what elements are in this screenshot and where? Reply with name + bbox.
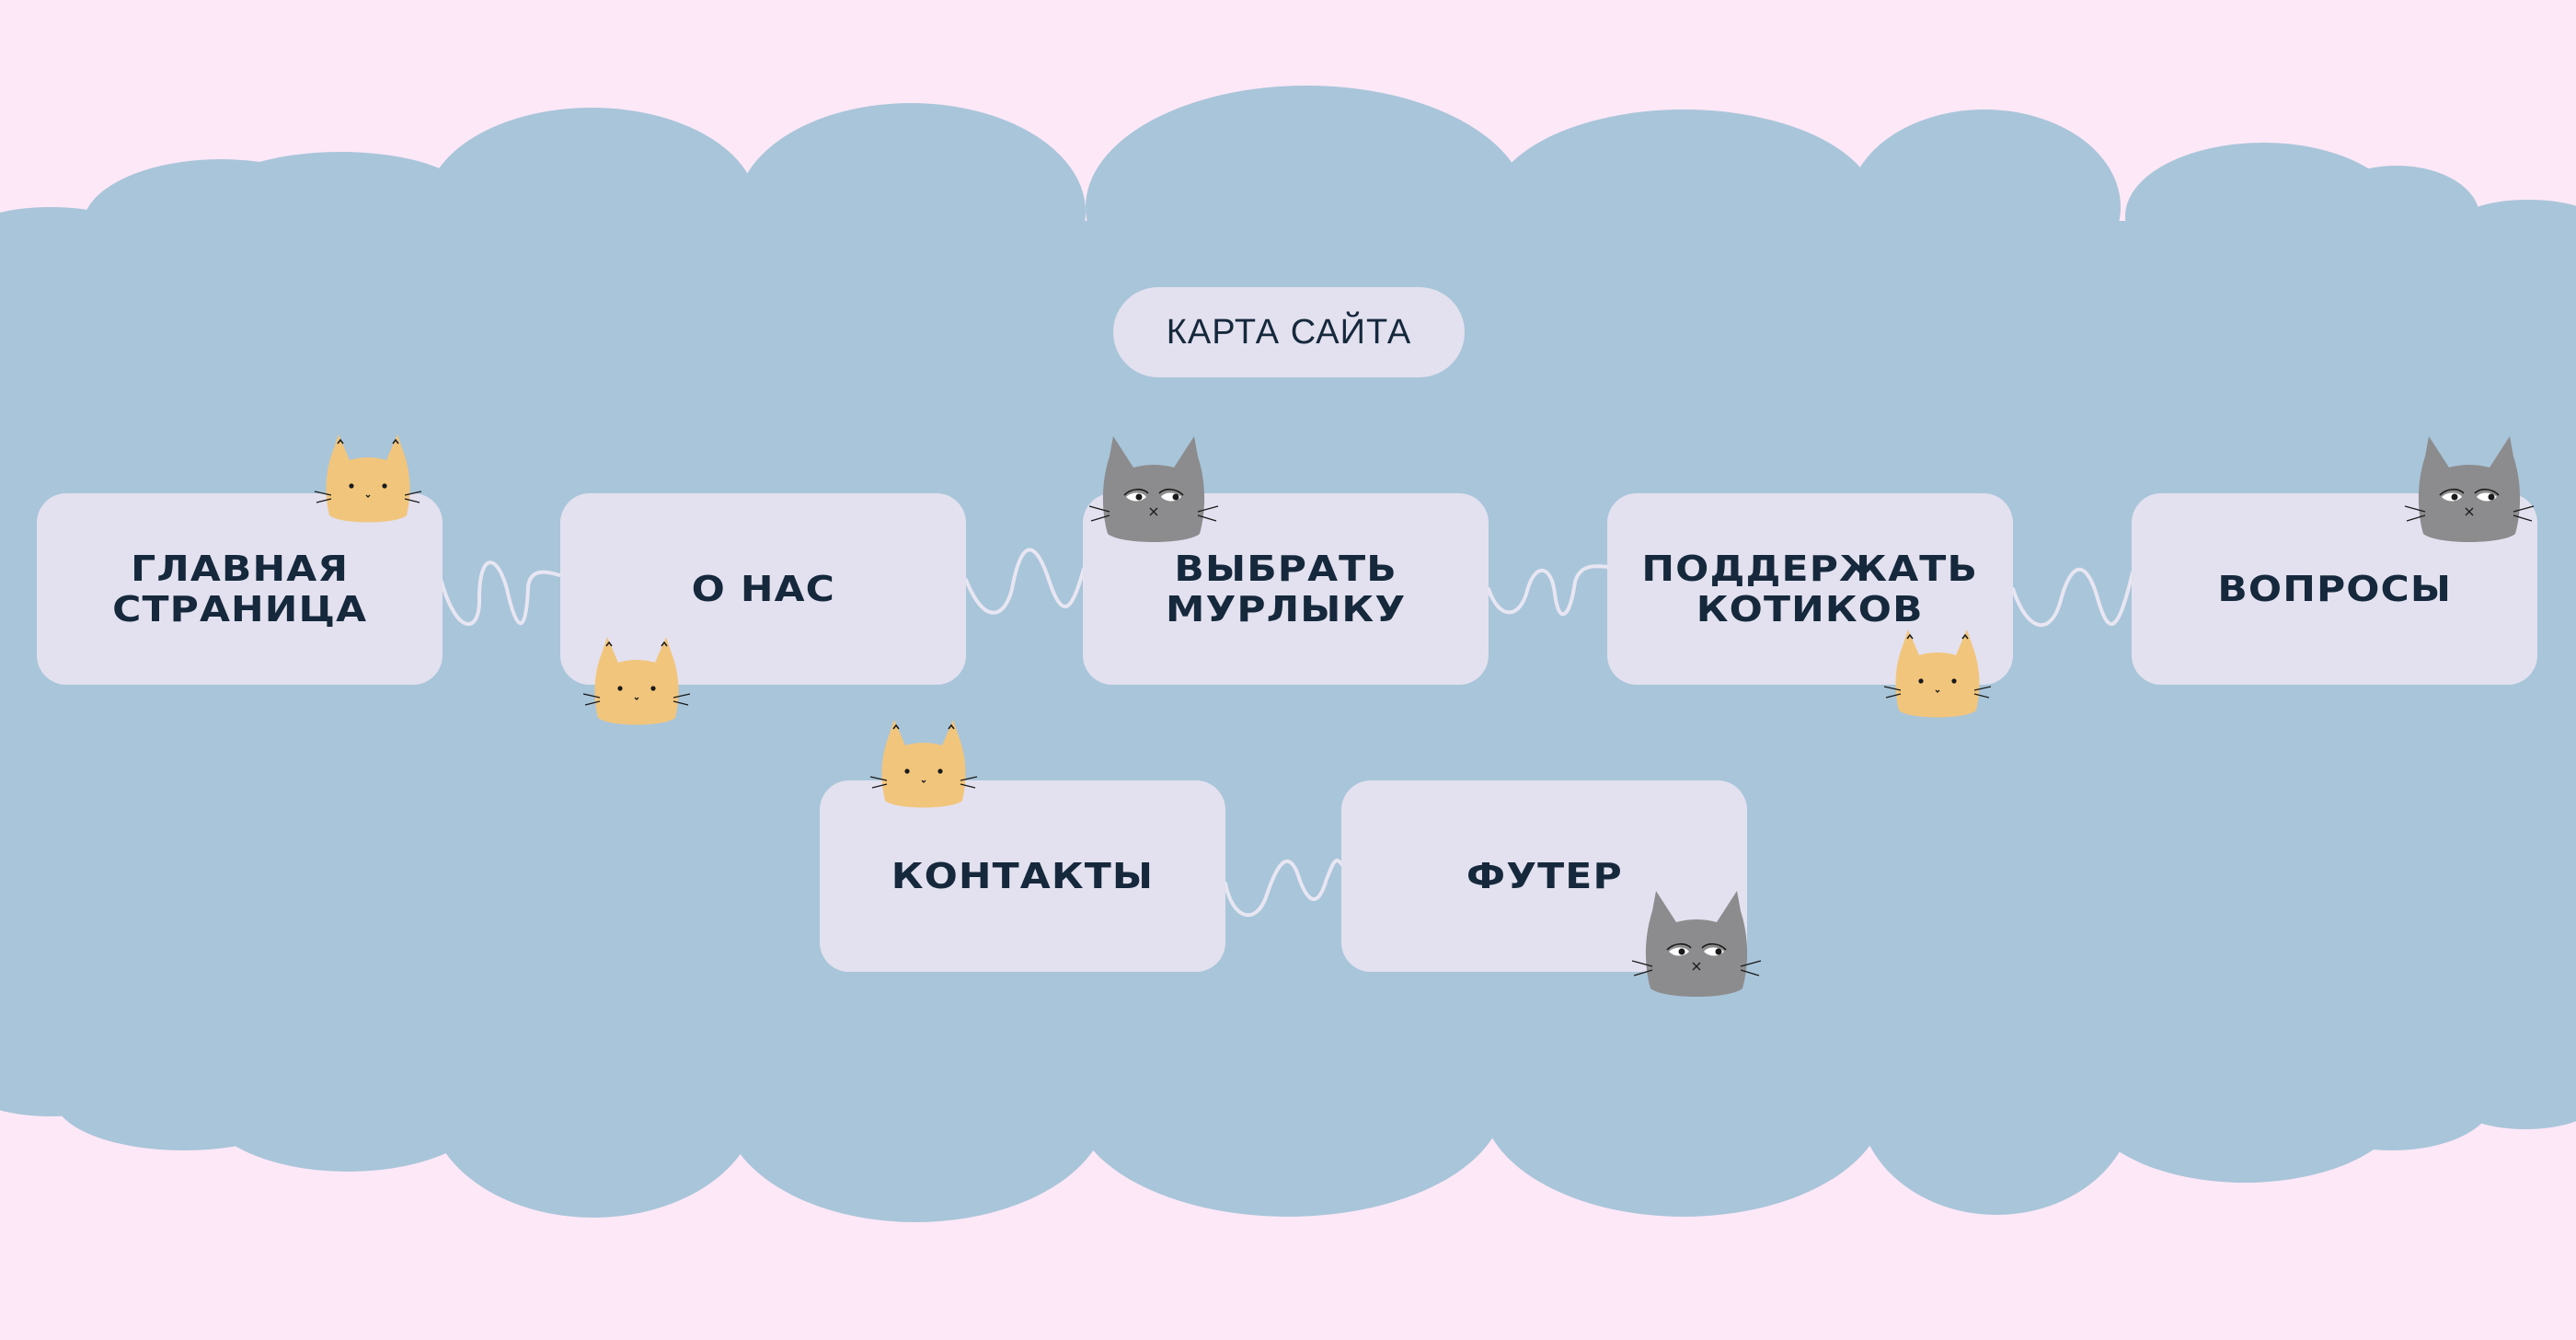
cat-orange-icon bbox=[869, 720, 978, 808]
connector-choose-support bbox=[1487, 564, 1610, 617]
page-title: КАРТА САЙТА bbox=[1113, 287, 1465, 377]
node-footer-label: ФУТЕР bbox=[1466, 856, 1623, 896]
node-home[interactable]: ГЛАВНАЯ СТРАНИЦА bbox=[37, 493, 443, 685]
node-contacts[interactable]: КОНТАКТЫ bbox=[820, 780, 1225, 972]
node-choose-label: ВЫБРАТЬ МУРЛЫКУ bbox=[1165, 549, 1407, 630]
cat-gray-icon bbox=[1631, 891, 1762, 997]
cat-orange-icon bbox=[582, 637, 691, 725]
cat-gray-icon bbox=[1088, 436, 1219, 542]
connector-home-about bbox=[440, 560, 561, 626]
connector-about-choose bbox=[964, 548, 1086, 615]
cat-gray-icon bbox=[2404, 436, 2535, 542]
cat-orange-icon bbox=[1883, 630, 1992, 718]
node-support-label: ПОДДЕРЖАТЬ КОТИКОВ bbox=[1641, 549, 1979, 630]
node-home-label: ГЛАВНАЯ СТРАНИЦА bbox=[111, 549, 368, 630]
node-about-label: О НАС bbox=[691, 569, 835, 609]
node-contacts-label: КОНТАКТЫ bbox=[891, 856, 1155, 896]
node-about[interactable]: О НАС bbox=[560, 493, 966, 685]
node-faq-label: ВОПРОСЫ bbox=[2217, 569, 2452, 609]
connector-contacts-footer bbox=[1224, 859, 1344, 918]
cat-orange-icon bbox=[314, 434, 422, 523]
connector-support-faq bbox=[2011, 567, 2134, 628]
node-support[interactable]: ПОДДЕРЖАТЬ КОТИКОВ bbox=[1607, 493, 2013, 685]
